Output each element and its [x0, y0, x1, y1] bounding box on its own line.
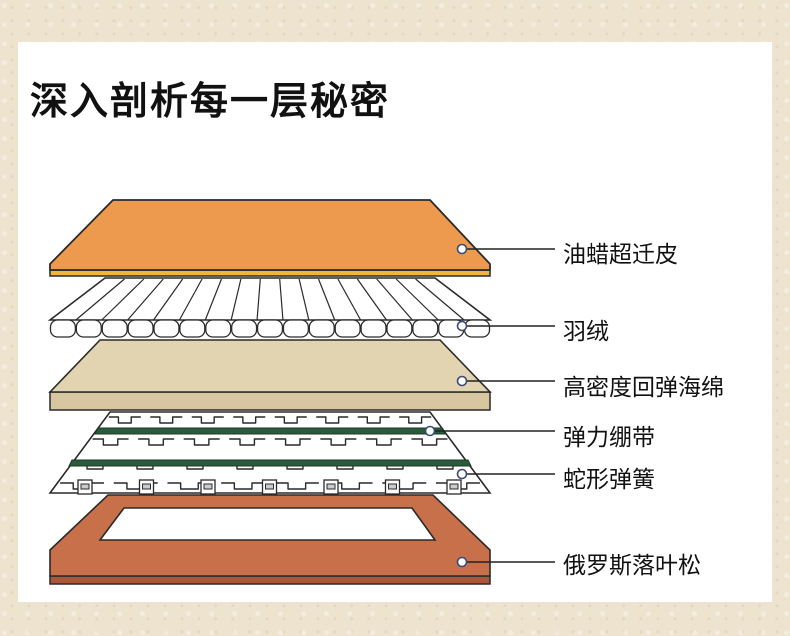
label-larch: 俄罗斯落叶松: [563, 553, 701, 579]
label-leather: 油蜡超迁皮: [563, 242, 678, 268]
callout-lines: [424, 243, 555, 568]
foam-layer: [48, 339, 492, 411]
larch-frame-layer: [49, 494, 491, 585]
leather-layer: [49, 199, 491, 277]
label-webbing: 弹力绷带: [563, 425, 655, 451]
label-down: 羽绒: [563, 319, 609, 345]
page-title: 深入剖析每一层秘密: [30, 79, 391, 123]
spring-webbing-layer: [48, 411, 492, 495]
down-layer: [47, 277, 493, 338]
label-springs: 蛇形弹簧: [563, 467, 655, 493]
label-foam: 高密度回弹海绵: [563, 375, 724, 401]
